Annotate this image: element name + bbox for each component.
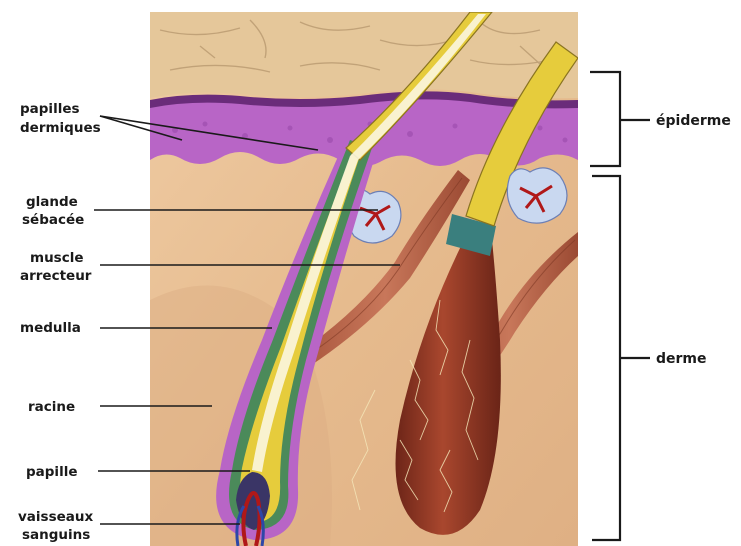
label-muscle-arrecteur-line1: muscle [30, 250, 84, 266]
label-glande-sebacee-line1: glande [26, 194, 78, 210]
label-glande-sebacee-line2: sébacée [22, 212, 84, 228]
label-papilles-dermiques-line2: dermiques [20, 120, 101, 136]
illustration [150, 12, 578, 546]
label-papille: papille [26, 464, 77, 480]
label-epiderme: épiderme [656, 113, 731, 129]
sebaceous-gland-right [507, 168, 567, 223]
bracket-derme [592, 176, 650, 540]
label-racine: racine [28, 399, 75, 415]
epidermis-surface [150, 12, 578, 98]
brackets [590, 72, 650, 540]
label-derme: derme [656, 351, 707, 367]
label-muscle-arrecteur-line2: arrecteur [20, 268, 92, 284]
label-vaisseaux-sanguins-line2: sanguins [22, 527, 90, 543]
label-papilles-dermiques-line1: papilles [20, 101, 80, 117]
label-vaisseaux-sanguins-line1: vaisseaux [18, 509, 93, 525]
label-medulla: medulla [20, 320, 81, 336]
bracket-epiderme [590, 72, 650, 166]
